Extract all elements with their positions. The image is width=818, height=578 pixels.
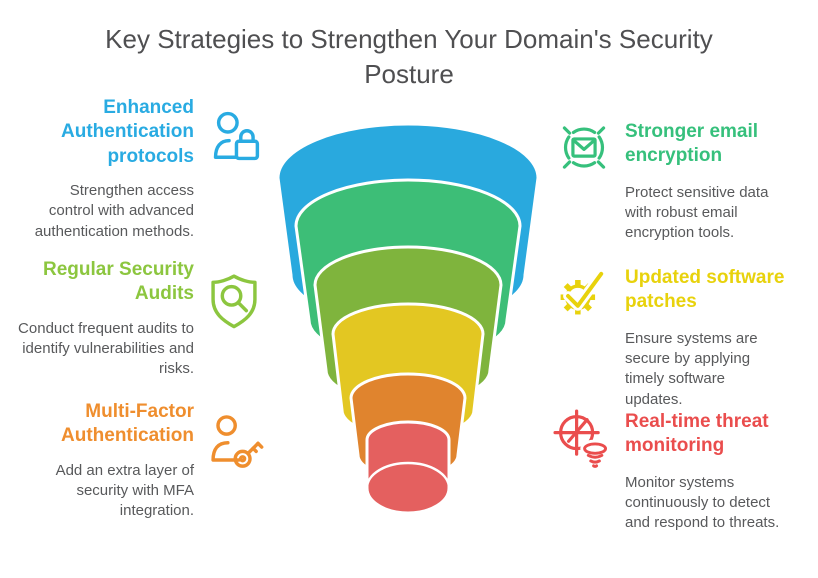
strategy-description: Strengthen access control with advanced … <box>34 181 194 240</box>
strategy-heading: Multi-Factor Authentication <box>61 401 194 447</box>
radar-target-icon <box>552 408 616 472</box>
funnel-graphic <box>276 122 540 515</box>
strategy-heading: Real-time threat monitoring <box>625 411 769 457</box>
strategy-heading: Enhanced Authentication protocols <box>61 97 194 167</box>
strategy-item-threat-monitoring: Real-time threat monitoring Monitor syst… <box>552 402 812 534</box>
page-title: Key Strategies to Strengthen Your Domain… <box>105 24 713 90</box>
email-scan-icon <box>552 118 616 182</box>
strategy-heading: Stronger email encryption <box>625 121 759 167</box>
shield-search-icon <box>202 270 266 334</box>
strategy-description: Add an extra layer of security with MFA … <box>55 461 194 520</box>
person-key-icon <box>202 412 266 476</box>
strategy-description: Ensure systems are secure by applying ti… <box>625 329 758 408</box>
strategy-description: Protect sensitive data with robust email… <box>625 183 769 242</box>
strategy-heading: Regular Security Audits <box>43 259 194 305</box>
strategy-item-security-audits: Regular Security Audits Conduct frequent… <box>10 258 266 380</box>
strategy-item-software-patches: Updated software patches Ensure systems … <box>552 258 812 410</box>
funnel-bottom-cap-line <box>365 461 451 489</box>
funnel-layer-6 <box>365 420 451 515</box>
strategy-description: Monitor systems continuously to detect a… <box>625 473 780 532</box>
strategy-item-multi-factor-auth: Multi-Factor Authentication Add an extra… <box>10 400 266 522</box>
strategy-item-email-encryption: Stronger email encryption Protect sensit… <box>552 112 812 244</box>
strategy-description: Conduct frequent audits to identify vuln… <box>18 319 194 378</box>
gear-check-icon <box>552 264 616 328</box>
strategy-item-enhanced-authentication: Enhanced Authentication protocols Streng… <box>10 96 266 242</box>
strategy-heading: Updated software patches <box>625 267 785 313</box>
security-funnel <box>265 95 555 545</box>
person-lock-icon <box>202 108 266 172</box>
